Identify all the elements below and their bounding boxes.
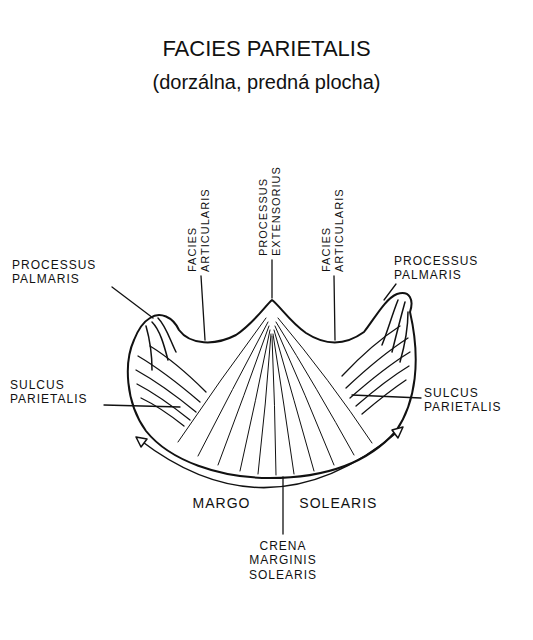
part-label: MARGO SOLEARIS	[160, 495, 410, 512]
leader-line	[112, 287, 153, 318]
part-label: SULCUS PARIETALIS	[424, 386, 520, 415]
diagram-title: FACIES PARIETALIS	[0, 36, 533, 62]
part-label: PROCESSUS EXTENSORIUS	[257, 146, 282, 256]
leader-line	[104, 405, 180, 407]
leader-line	[201, 276, 205, 340]
leader-line	[334, 276, 335, 340]
part-label: FACIES ARTICULARIS	[320, 176, 345, 272]
leader-lines	[104, 260, 421, 534]
arrow-head	[392, 427, 403, 438]
bone-striation	[178, 318, 372, 475]
margo-arc	[140, 430, 400, 488]
leader-line	[352, 395, 421, 398]
part-label: CRENA MARGINIS SOLEARIS	[228, 539, 338, 582]
sulcus-groove	[136, 346, 206, 426]
part-label: FACIES ARTICULARIS	[186, 176, 211, 272]
palmar-process-shading	[382, 300, 408, 362]
part-label: SULCUS PARIETALIS	[10, 378, 104, 407]
leader-line	[271, 260, 272, 298]
leader-line	[384, 284, 396, 300]
subtitle: (dorzálna, predná plocha)	[0, 70, 533, 94]
palmar-process-shading	[146, 318, 176, 370]
part-label: PROCESSUS PALMARIS	[12, 258, 114, 287]
sulcus-groove	[342, 326, 410, 414]
arrow-head	[136, 437, 147, 447]
part-label: PROCESSUS PALMARIS	[394, 254, 504, 283]
